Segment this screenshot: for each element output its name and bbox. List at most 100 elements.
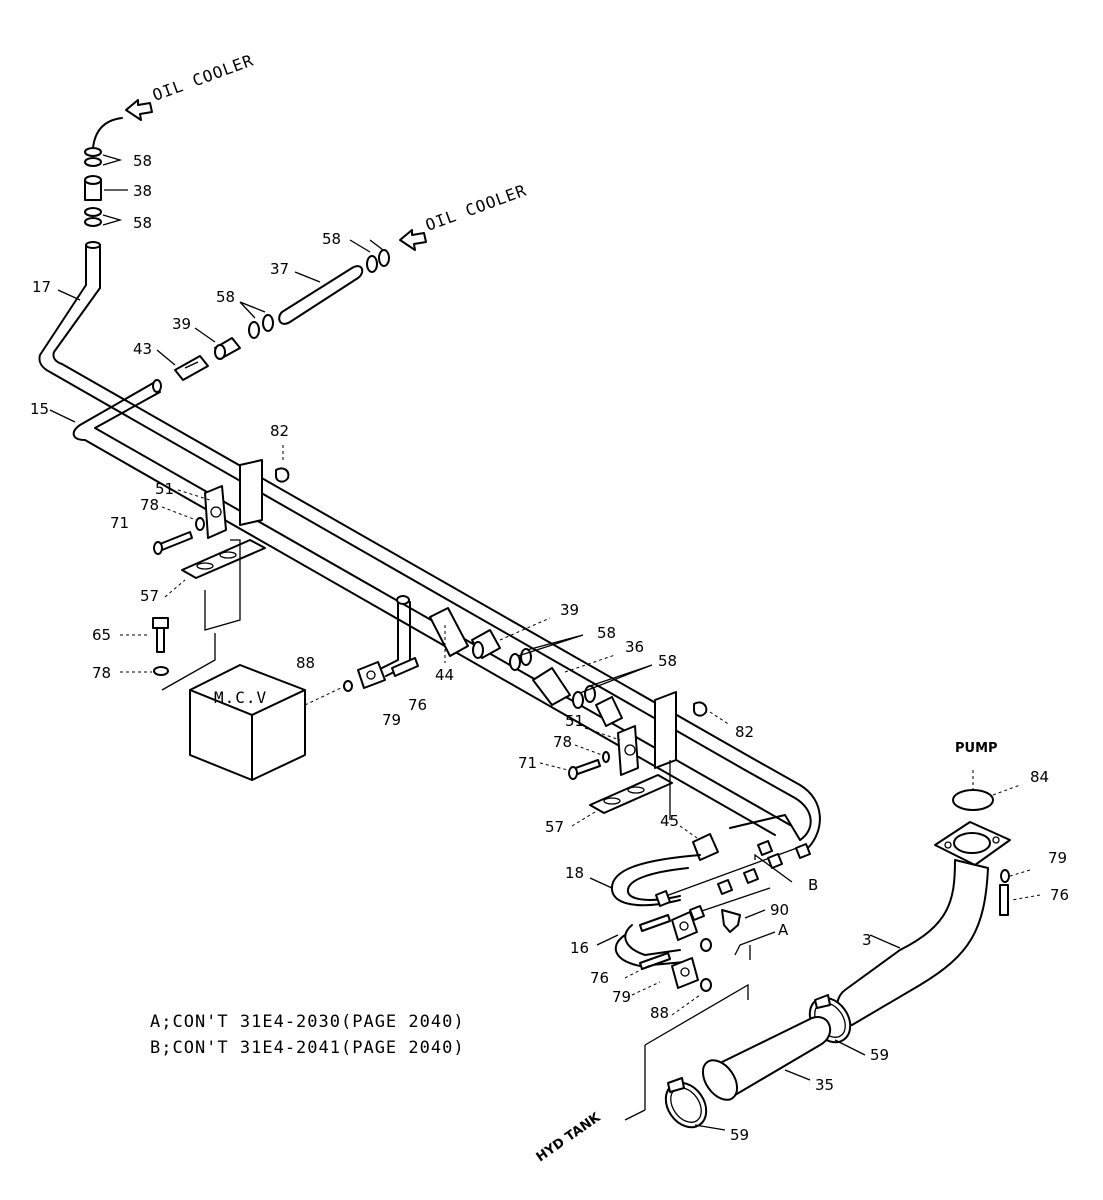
washer-78-upper (195, 517, 205, 531)
bracket-57-upper (204, 539, 241, 631)
oil-cooler-label-mid: OIL COOLER (423, 181, 529, 235)
callout-84: 84 (1030, 768, 1049, 786)
leader-58f (579, 664, 653, 694)
callout-58-c: 58 (322, 230, 341, 248)
callout-58-d: 58 (216, 288, 235, 306)
flange-16-lower-hole (680, 967, 690, 977)
fitting-58-mid (248, 314, 274, 339)
flange-16-lower (671, 957, 699, 989)
callout-17: 17 (32, 278, 51, 296)
pipe-15-outer (72, 381, 776, 836)
bolt-71-upper (153, 531, 193, 555)
callout-88-b: 88 (650, 1004, 669, 1022)
washer-79 (1000, 869, 1010, 883)
pipe-16-outer (614, 934, 686, 967)
callout-45: 45 (660, 812, 679, 830)
callout-88-a: 88 (296, 654, 315, 672)
callout-76-a: 76 (408, 696, 427, 714)
leader-57b (571, 811, 596, 827)
leader-16 (596, 934, 619, 946)
leader-71b (539, 762, 569, 771)
fitting-44 (429, 607, 469, 657)
leader-82b (709, 711, 731, 726)
callout-37: 37 (270, 260, 289, 278)
elbow-90 (721, 909, 741, 933)
callout-82-b: 82 (735, 723, 754, 741)
callout-35: 35 (815, 1076, 834, 1094)
leader-58e (517, 634, 584, 657)
bolt-76-lower (639, 952, 671, 970)
leader-37 (294, 271, 321, 283)
fitting-39-center (471, 629, 501, 659)
leader-79c (631, 981, 661, 996)
callout-59-b: 59 (730, 1126, 749, 1144)
nut-82-lower (693, 701, 708, 717)
oil-cooler-arrow-top (125, 99, 153, 121)
oring-88-upper (700, 938, 712, 952)
fitting-43 (174, 355, 209, 381)
callout-58-f: 58 (658, 652, 677, 670)
note-b: B;CON'T 31E4-2041(PAGE 2040) (150, 1038, 465, 1058)
leader-76c (624, 964, 651, 979)
leader-43 (156, 349, 176, 366)
bolt-76-upper (639, 914, 671, 932)
oil-cooler-arrow-mid (399, 229, 427, 251)
section-mark-a: A (778, 921, 789, 939)
callout-16: 16 (570, 939, 589, 957)
bolt-65 (152, 617, 169, 653)
callout-51-a: 51 (155, 480, 174, 498)
pipe-bend-right-2 (751, 757, 821, 849)
callout-78-c: 78 (553, 733, 572, 751)
manifold-body (654, 844, 806, 901)
leader-90 (744, 909, 766, 919)
pipe-16-inner (624, 924, 681, 956)
leader-a (734, 931, 776, 956)
leader-88b (671, 994, 701, 1016)
fitting-39-top (214, 337, 241, 360)
callout-65: 65 (92, 626, 111, 644)
manifold-fittings (655, 840, 811, 921)
leader-45 (679, 825, 698, 839)
callout-90: 90 (770, 901, 789, 919)
leader-84 (992, 784, 1021, 796)
leader-58c (349, 239, 384, 253)
leader-b (754, 853, 793, 883)
callout-79-a: 79 (382, 711, 401, 729)
bracket-hyd-tank (644, 983, 749, 1110)
fitting-58-right (572, 685, 596, 709)
fitting-58-mid-top (366, 249, 390, 273)
bolt-71-lower (568, 759, 601, 780)
leader-18 (589, 877, 613, 889)
coupling-right (595, 696, 623, 727)
pipe-mcv-end (396, 595, 410, 605)
flange-16-upper-hole (679, 921, 689, 931)
clamp-51-upper (181, 459, 266, 579)
callout-44: 44 (435, 666, 454, 684)
callout-36: 36 (625, 638, 644, 656)
pump-flange (934, 821, 1011, 866)
hose-37 (278, 265, 364, 325)
callout-58-e: 58 (597, 624, 616, 642)
leader-79b (1009, 869, 1031, 877)
callout-39-b: 39 (560, 601, 579, 619)
flange-mcv (357, 661, 386, 689)
clamp-59-lower (664, 1077, 708, 1129)
hose-35 (701, 1016, 832, 1101)
leader-78c (574, 744, 603, 756)
bolt-76-pump (999, 884, 1009, 916)
leader-58d (239, 301, 266, 319)
oring-88-lower (700, 978, 712, 992)
leader-hyd-tank (624, 1109, 646, 1121)
pipe-bend-right (744, 769, 812, 841)
hyd-tank-label: HYD TANK (534, 1110, 604, 1166)
pump-label: PUMP (955, 741, 998, 756)
pipe-3 (836, 859, 989, 1026)
leader-3 (869, 934, 901, 949)
leader-59b (694, 1124, 726, 1131)
flange-16-upper (671, 911, 698, 941)
callout-57-b: 57 (545, 818, 564, 836)
flange-mcv-hole (366, 670, 376, 680)
note-a: A;CON'T 31E4-2030(PAGE 2040) (150, 1012, 465, 1032)
